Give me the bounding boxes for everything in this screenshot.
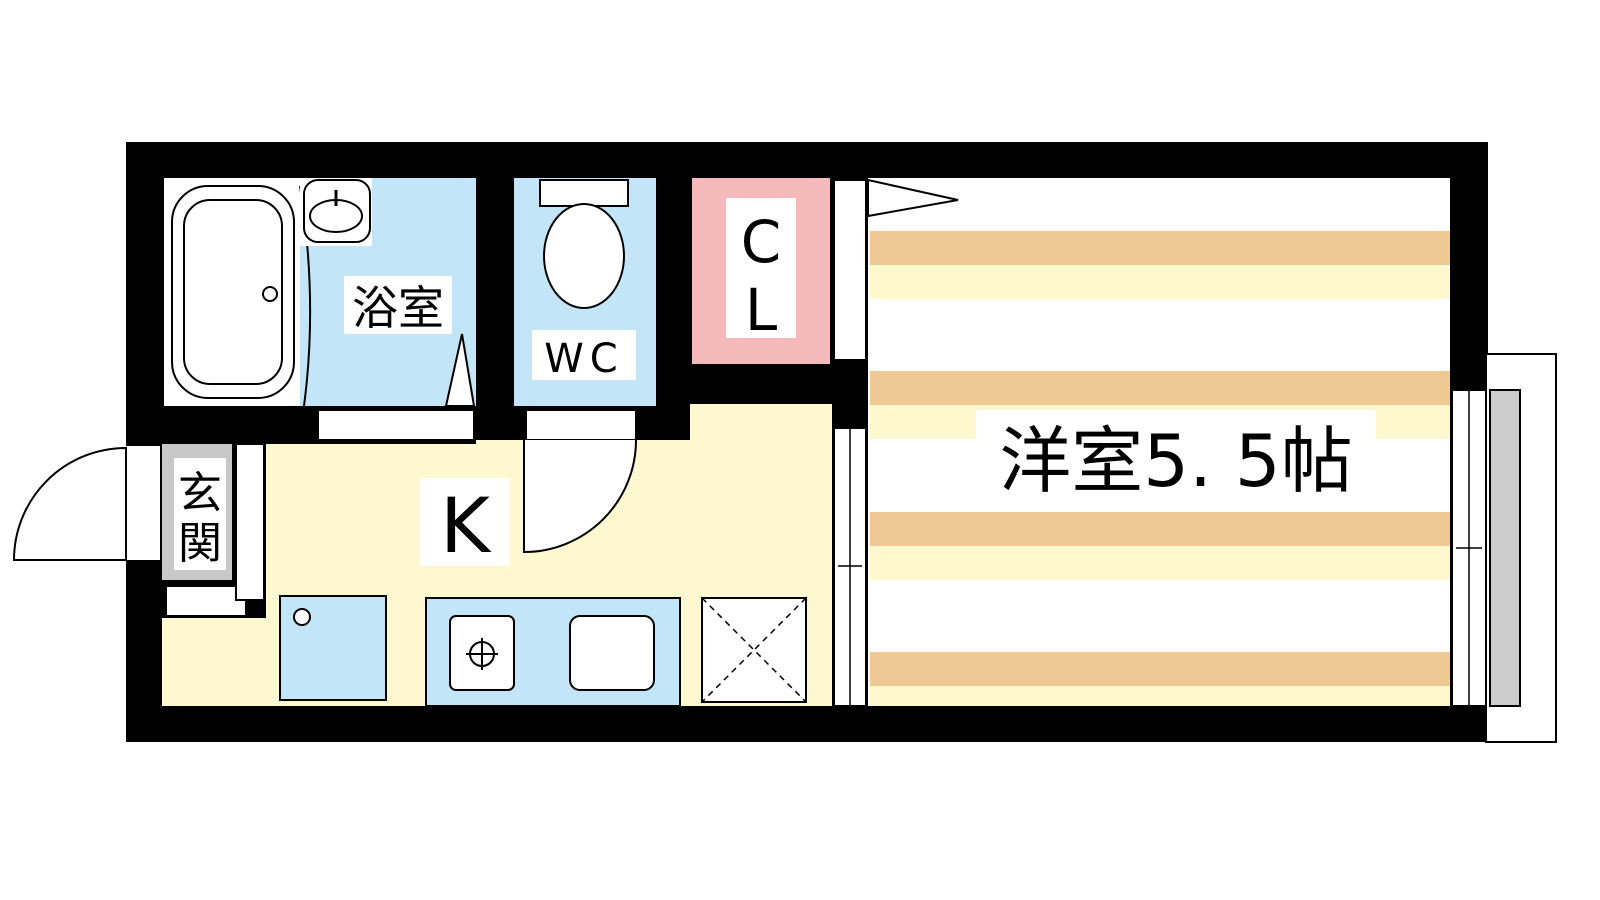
stripe-cream-1	[870, 265, 1450, 299]
closet-label-c: C	[741, 208, 782, 276]
kitchen-label: K	[440, 481, 492, 570]
toilet-tank	[539, 179, 629, 207]
stripe-cream-3	[870, 546, 1450, 580]
closet-label-l: L	[745, 276, 777, 344]
toilet-bowl	[543, 203, 625, 309]
sink	[569, 615, 655, 691]
bath-label-bg	[344, 276, 452, 334]
western-room-label: 洋室5. 5帖	[999, 419, 1352, 503]
bath-door	[444, 333, 476, 407]
entrance-step	[235, 443, 265, 601]
washroom-door	[317, 409, 475, 441]
storage-box-diag-2	[701, 597, 807, 703]
stripe-tan-4	[870, 652, 1450, 686]
western-room-label-bg	[976, 410, 1376, 498]
stripe-cream-4	[870, 686, 1450, 706]
wc-door-leaf	[525, 409, 637, 441]
balcony	[1489, 389, 1521, 707]
wc-label: WC	[544, 336, 623, 382]
entrance-label-2: 関	[178, 518, 222, 569]
entrance-swing-door	[12, 446, 127, 561]
closet-label-bg	[726, 198, 796, 338]
western-room-door	[867, 178, 959, 218]
stripe-tan-1	[870, 231, 1450, 265]
bath-label: 浴室	[352, 281, 444, 335]
stripe-tan-2	[870, 371, 1450, 405]
bathtub-drain	[262, 286, 278, 302]
shoe-cabinet	[165, 585, 247, 617]
entrance-label-bg	[174, 458, 226, 570]
storage-box-diag-1	[701, 597, 807, 703]
bathtub-inner	[183, 199, 283, 385]
washer-drain	[293, 608, 311, 626]
stripe-tan-3	[870, 512, 1450, 546]
wc-label-bg	[532, 330, 636, 380]
partition-door-upper	[833, 179, 867, 361]
entrance-frame	[126, 446, 160, 560]
entrance-label-1: 玄	[178, 468, 222, 519]
wc-swing-door	[523, 439, 637, 554]
kitchen-label-bg	[420, 478, 510, 566]
